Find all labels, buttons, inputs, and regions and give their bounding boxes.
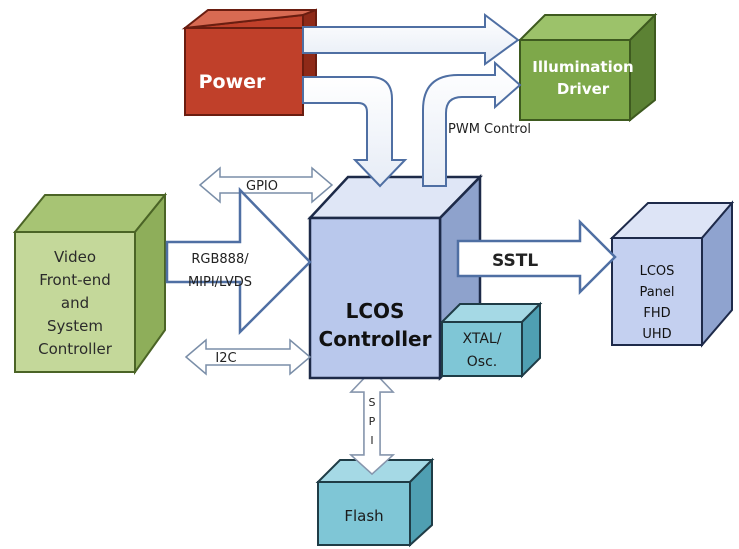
rgb-label-line2: MIPI/LVDS (188, 275, 252, 290)
power-to-controller-arrow (302, 76, 408, 188)
spi-label-i: I (370, 434, 373, 447)
pwm-control-label: PWM Control (448, 122, 531, 137)
xtal-osc-block: XTAL/ Osc. (439, 301, 543, 379)
spi-label-p: P (369, 415, 376, 428)
power-to-illumination-arrow (302, 12, 520, 66)
gpio-connection: GPIO (198, 166, 334, 204)
xtal-label-line1: XTAL/ (463, 331, 502, 347)
rgb-mipi-lvds-arrow: RGB888/ MIPI/LVDS (165, 186, 312, 336)
sstl-arrow: SSTL (456, 218, 617, 296)
video-label-line3: and (61, 294, 89, 312)
flash-block: Flash (315, 457, 435, 548)
power-block: Power (181, 8, 317, 117)
lcos-controller-block: LCOS Controller (307, 173, 483, 381)
gpio-label: GPIO (246, 179, 278, 194)
flash-label: Flash (344, 507, 383, 525)
lcos-panel-label-line1: LCOS (640, 264, 675, 279)
xtal-label-line2: Osc. (467, 354, 497, 370)
sstl-label: SSTL (492, 251, 538, 271)
spi-connection: S P I (349, 368, 395, 476)
spi-label-s: S (369, 396, 376, 409)
lcos-panel-label-line3: FHD (643, 306, 670, 321)
video-frontend-block: Video Front-end and System Controller (12, 192, 168, 376)
rgb-label-line1: RGB888/ (191, 252, 249, 267)
power-label: Power (199, 71, 266, 93)
illumination-label-line1: Illumination (532, 58, 633, 76)
video-label-line4: System (47, 317, 103, 335)
illumination-driver-block: Illumination Driver (517, 12, 658, 123)
lcos-panel-label-line2: Panel (639, 285, 674, 300)
video-label-line1: Video (54, 248, 96, 266)
lcos-controller-label-line2: Controller (319, 327, 432, 351)
i2c-connection: I2C (184, 338, 312, 376)
lcos-controller-label-line1: LCOS (346, 299, 405, 323)
lcos-panel-label-line4: UHD (642, 327, 671, 342)
lcos-panel-block: LCOS Panel FHD UHD (609, 200, 735, 348)
illumination-label-line2: Driver (557, 80, 610, 98)
video-label-line2: Front-end (39, 271, 111, 289)
i2c-label: I2C (215, 351, 236, 366)
video-label-line5: Controller (38, 340, 113, 358)
pwm-control-arrow: PWM Control (422, 60, 531, 187)
